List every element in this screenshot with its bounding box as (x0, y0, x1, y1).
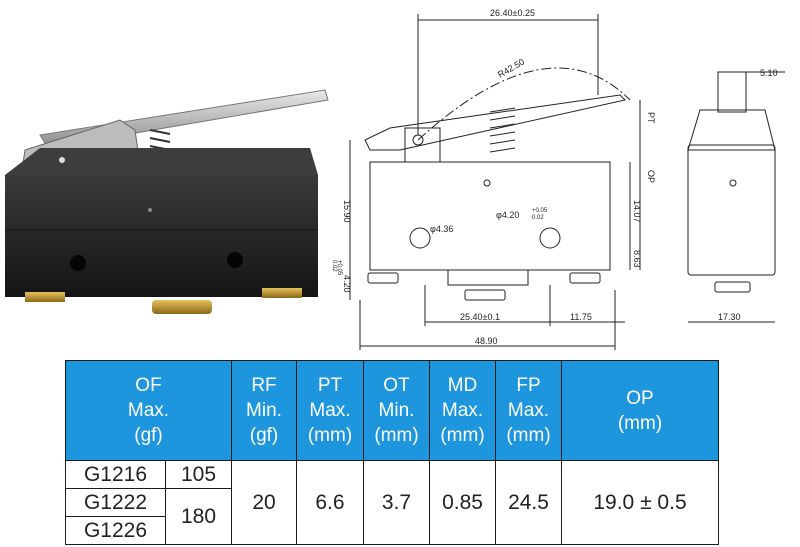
dim-overall-width: 48.90 (475, 336, 498, 346)
dim-hole-left: φ4.36 (430, 224, 453, 234)
model-cell: G1222 (65, 488, 166, 517)
of-value-cell: 105 (165, 460, 232, 489)
header-of: OF Max. (gf) (65, 360, 232, 461)
header-rf: RF Min. (gf) (231, 360, 297, 461)
dim-right-spacing: 11.75 (570, 312, 592, 322)
dim-hole-right: φ4.20 (496, 210, 519, 220)
table-row: G1222 180 (65, 488, 719, 545)
dim-hole-right-tol-minus: 0.02 (532, 215, 544, 221)
header-op: OP (mm) (561, 360, 719, 461)
header-pt: PT Max. (mm) (296, 360, 364, 461)
of-value-cell: 180 (165, 488, 232, 545)
table-row: G1216 105 20 6.6 3.7 0.85 24.5 19.0 ± 0.… (65, 460, 719, 545)
header-row: OF Max. (gf) RF Min. (gf) PT Max. (mm) O… (65, 360, 719, 461)
dim-right-offset: 5.10 (760, 68, 778, 78)
dim-side-width: 17.30 (718, 312, 741, 322)
fp-value-cell: 24.5 (495, 460, 562, 545)
pt-value-cell: 6.6 (296, 460, 364, 545)
header-fp: FP Max. (mm) (495, 360, 562, 461)
switch-photo (5, 89, 329, 314)
op-value-cell: 19.0 ± 0.5 (561, 460, 719, 545)
technical-drawing: 26.40±0.25 R42.50 5.10 15.90 14.07 φ4.36… (331, 8, 785, 350)
rf-value-cell: 20 (231, 460, 297, 545)
model-cell: G1226 (65, 516, 166, 545)
dim-left-low: 4.20 (342, 275, 352, 293)
ot-value-cell: 3.7 (363, 460, 430, 545)
mark-pt: PT (646, 112, 656, 124)
dim-hole-spacing: 25.40±0.1 (460, 312, 500, 322)
dim-top-width: 26.40±0.25 (490, 8, 535, 18)
dim-right-height: 14.07 (632, 200, 642, 223)
md-value-cell: 0.85 (429, 460, 496, 545)
dim-left-low-tol-minus: 0.02 (331, 260, 337, 272)
dim-hole-right-tol-plus: +0.05 (532, 208, 548, 214)
header-md: MD Max. (mm) (429, 360, 496, 461)
mark-op: OP (646, 170, 656, 183)
model-cell: G1216 (65, 460, 166, 489)
dim-radius: R42.50 (496, 57, 526, 80)
dim-left-height: 15.90 (342, 200, 352, 223)
dim-left-low-tol-plus: +0.05 (336, 260, 342, 276)
header-ot: OT Min. (mm) (363, 360, 430, 461)
table-row: G1226 (65, 516, 719, 545)
dim-lower-height: 8.63 (632, 250, 642, 268)
spec-table: OF Max. (gf) RF Min. (gf) PT Max. (mm) O… (65, 360, 719, 545)
